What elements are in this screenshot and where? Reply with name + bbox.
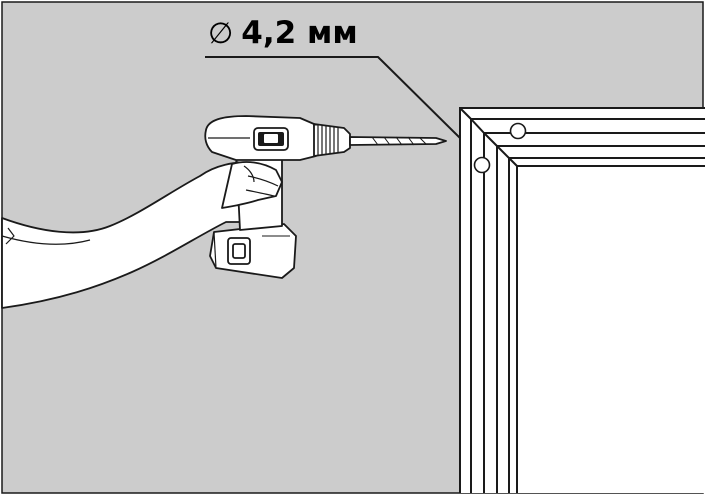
drill-hole-side <box>473 156 491 174</box>
hand <box>221 161 283 209</box>
drill-chuck <box>313 123 351 157</box>
hole-diameter-value: 4,2 мм <box>241 15 358 51</box>
drill-hole-top <box>509 122 527 140</box>
hole-diameter-label: ∅4,2 мм <box>208 18 358 49</box>
frame-profile <box>459 107 705 493</box>
drill-bit <box>349 136 447 146</box>
dimension-leader-line <box>205 56 461 139</box>
diameter-symbol-icon: ∅ <box>208 16 234 50</box>
drill-battery <box>209 223 297 279</box>
